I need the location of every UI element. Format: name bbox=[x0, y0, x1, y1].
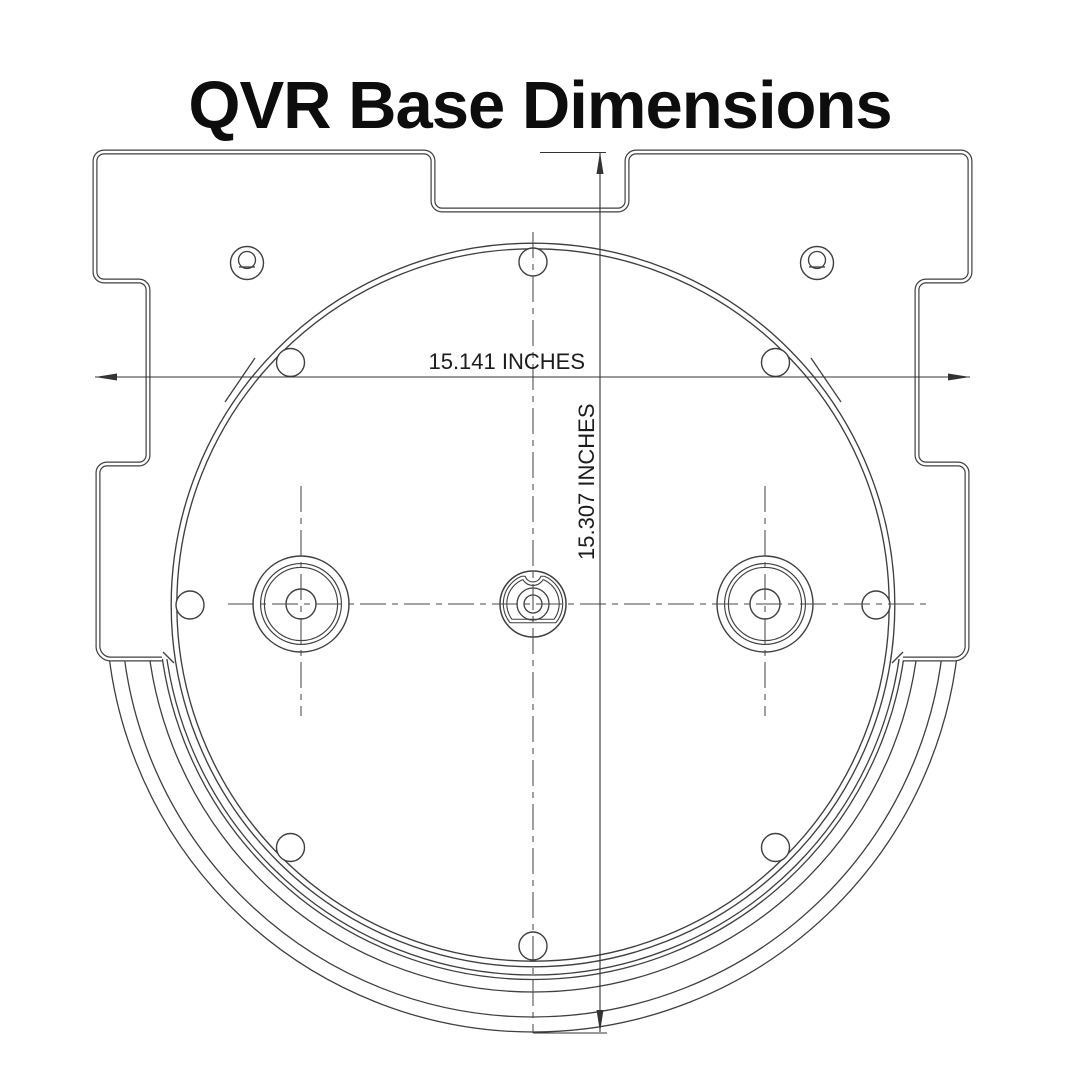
bolt-hole bbox=[275, 347, 306, 378]
bolt-hole bbox=[175, 590, 205, 620]
mounting-plate bbox=[92, 149, 973, 662]
arrow-right-icon bbox=[948, 373, 970, 381]
dimension-width: 15.141 INCHES bbox=[95, 349, 970, 381]
arrow-up-icon bbox=[596, 152, 604, 174]
width-dimension-label: 15.141 INCHES bbox=[428, 349, 585, 374]
dimension-height: 15.307 INCHES bbox=[533, 151, 607, 1034]
centerlines bbox=[228, 232, 932, 1033]
arrow-down-icon bbox=[596, 1010, 604, 1032]
pocket-hole-left bbox=[229, 245, 265, 281]
pocket-hole-right bbox=[799, 245, 835, 281]
height-dimension-label: 15.307 INCHES bbox=[574, 403, 599, 560]
page-title: QVR Base Dimensions bbox=[188, 67, 892, 143]
bolt-hole bbox=[861, 590, 891, 620]
plate-outline-inner bbox=[93, 150, 972, 661]
bolt-hole bbox=[760, 832, 791, 863]
bolt-hole bbox=[275, 832, 306, 863]
edge-junction-marks bbox=[162, 357, 904, 664]
arrow-left-icon bbox=[95, 373, 117, 381]
plate-fill bbox=[95, 152, 970, 660]
bolt-hole bbox=[760, 347, 791, 378]
